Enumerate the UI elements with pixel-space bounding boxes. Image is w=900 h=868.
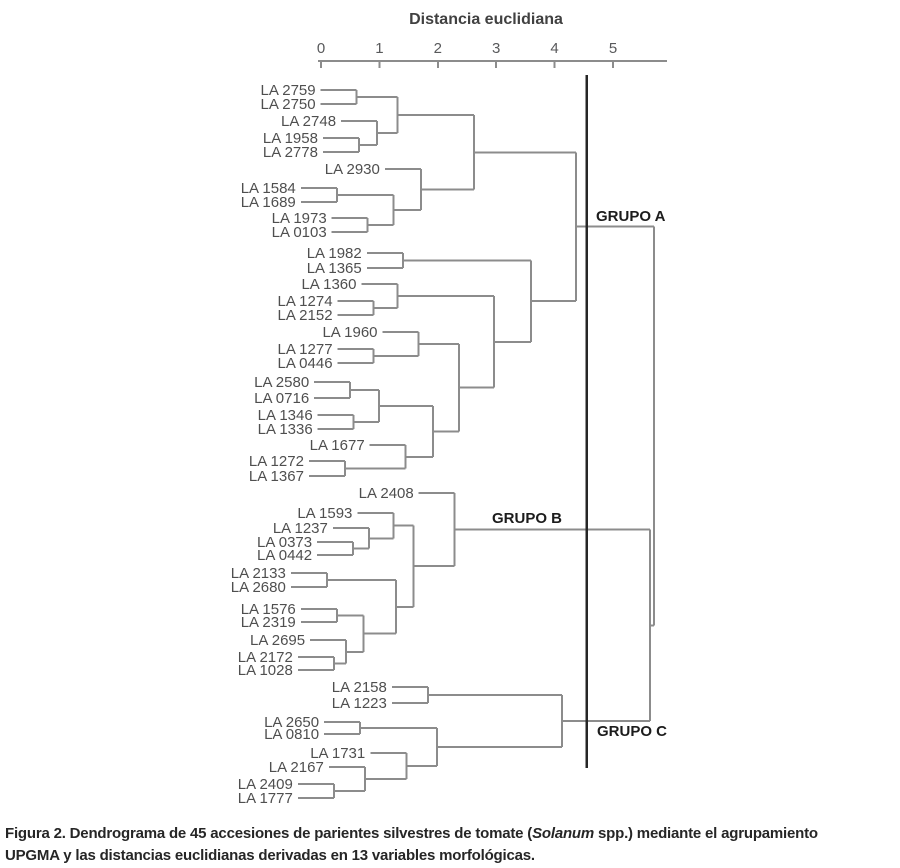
leaf-label: LA 1677: [310, 437, 365, 454]
leaf-label: LA 2133: [231, 565, 286, 582]
leaf-label: LA 2152: [277, 307, 332, 324]
leaf-label: LA 1777: [238, 790, 293, 807]
leaf-label: LA 1346: [258, 407, 313, 424]
leaf-label: LA 0716: [254, 390, 309, 407]
leaf-label: LA 0446: [277, 355, 332, 372]
leaf-label: LA 1274: [277, 293, 332, 310]
leaf-label: LA 1360: [301, 276, 356, 293]
leaf-label: LA 2778: [263, 144, 318, 161]
leaf-label: LA 1958: [263, 130, 318, 147]
axis-tick-label: 4: [550, 40, 558, 57]
leaf-label: LA 2759: [261, 82, 316, 99]
caption-line2-text: UPGMA y las distancias euclidianas deriv…: [5, 846, 535, 864]
leaf-label: LA 1237: [273, 520, 328, 537]
leaf-label: LA 2695: [250, 632, 305, 649]
leaf-label: LA 2167: [269, 759, 324, 776]
leaf-label: LA 1593: [297, 505, 352, 522]
leaf-label: LA 0103: [272, 224, 327, 241]
leaf-label: LA 2158: [332, 679, 387, 696]
axis-tick-label: 0: [317, 40, 325, 57]
leaf-label: LA 2748: [281, 113, 336, 130]
leaf-label: LA 1731: [310, 745, 365, 762]
leaf-label: LA 1689: [241, 194, 296, 211]
leaf-label: LA 1277: [277, 341, 332, 358]
axis-title: Distancia euclidiana: [409, 11, 563, 28]
leaf-label: LA 2319: [241, 614, 296, 631]
leaf-label: LA 2680: [231, 579, 286, 596]
leaf-label: LA 1960: [322, 324, 377, 341]
leaf-label: LA 1365: [307, 260, 362, 277]
leaf-label: LA 2409: [238, 776, 293, 793]
axis-tick-label: 3: [492, 40, 500, 57]
leaf-label: LA 1367: [249, 468, 304, 485]
leaf-label: LA 1982: [307, 245, 362, 262]
group-label: GRUPO C: [597, 723, 667, 740]
caption-line1-text: Figura 2. Dendrograma de 45 accesiones d…: [5, 825, 533, 842]
leaf-label: LA 1584: [241, 180, 296, 197]
axis-tick-label: 1: [375, 40, 383, 57]
axis-tick-label: 5: [609, 40, 617, 57]
leaf-label: LA 2172: [238, 649, 293, 666]
leaf-label: LA 1272: [249, 453, 304, 470]
figure-caption: Figura 2. Dendrograma de 45 accesiones d…: [5, 823, 895, 866]
leaf-label: LA 2930: [325, 161, 380, 178]
leaf-label: LA 0373: [257, 534, 312, 551]
leaf-label: LA 1223: [332, 695, 387, 712]
leaf-label: LA 1028: [238, 662, 293, 679]
caption-species-italic: Solanum: [532, 825, 595, 842]
leaf-label: LA 2650: [264, 714, 319, 731]
leaf-label: LA 1973: [272, 210, 327, 227]
leaf-label: LA 2750: [261, 96, 316, 113]
group-label: GRUPO A: [596, 208, 666, 225]
leaf-label: LA 2580: [254, 374, 309, 391]
group-label: GRUPO B: [492, 510, 562, 527]
leaf-label: LA 1336: [258, 421, 313, 438]
leaf-label: LA 1576: [241, 601, 296, 618]
axis-tick-label: 2: [434, 40, 442, 57]
caption-line1-end: spp.) mediante el agrupamiento: [594, 825, 818, 842]
leaf-label: LA 0442: [257, 547, 312, 564]
leaf-label: LA 2408: [359, 485, 414, 502]
leaf-label: LA 0810: [264, 726, 319, 743]
